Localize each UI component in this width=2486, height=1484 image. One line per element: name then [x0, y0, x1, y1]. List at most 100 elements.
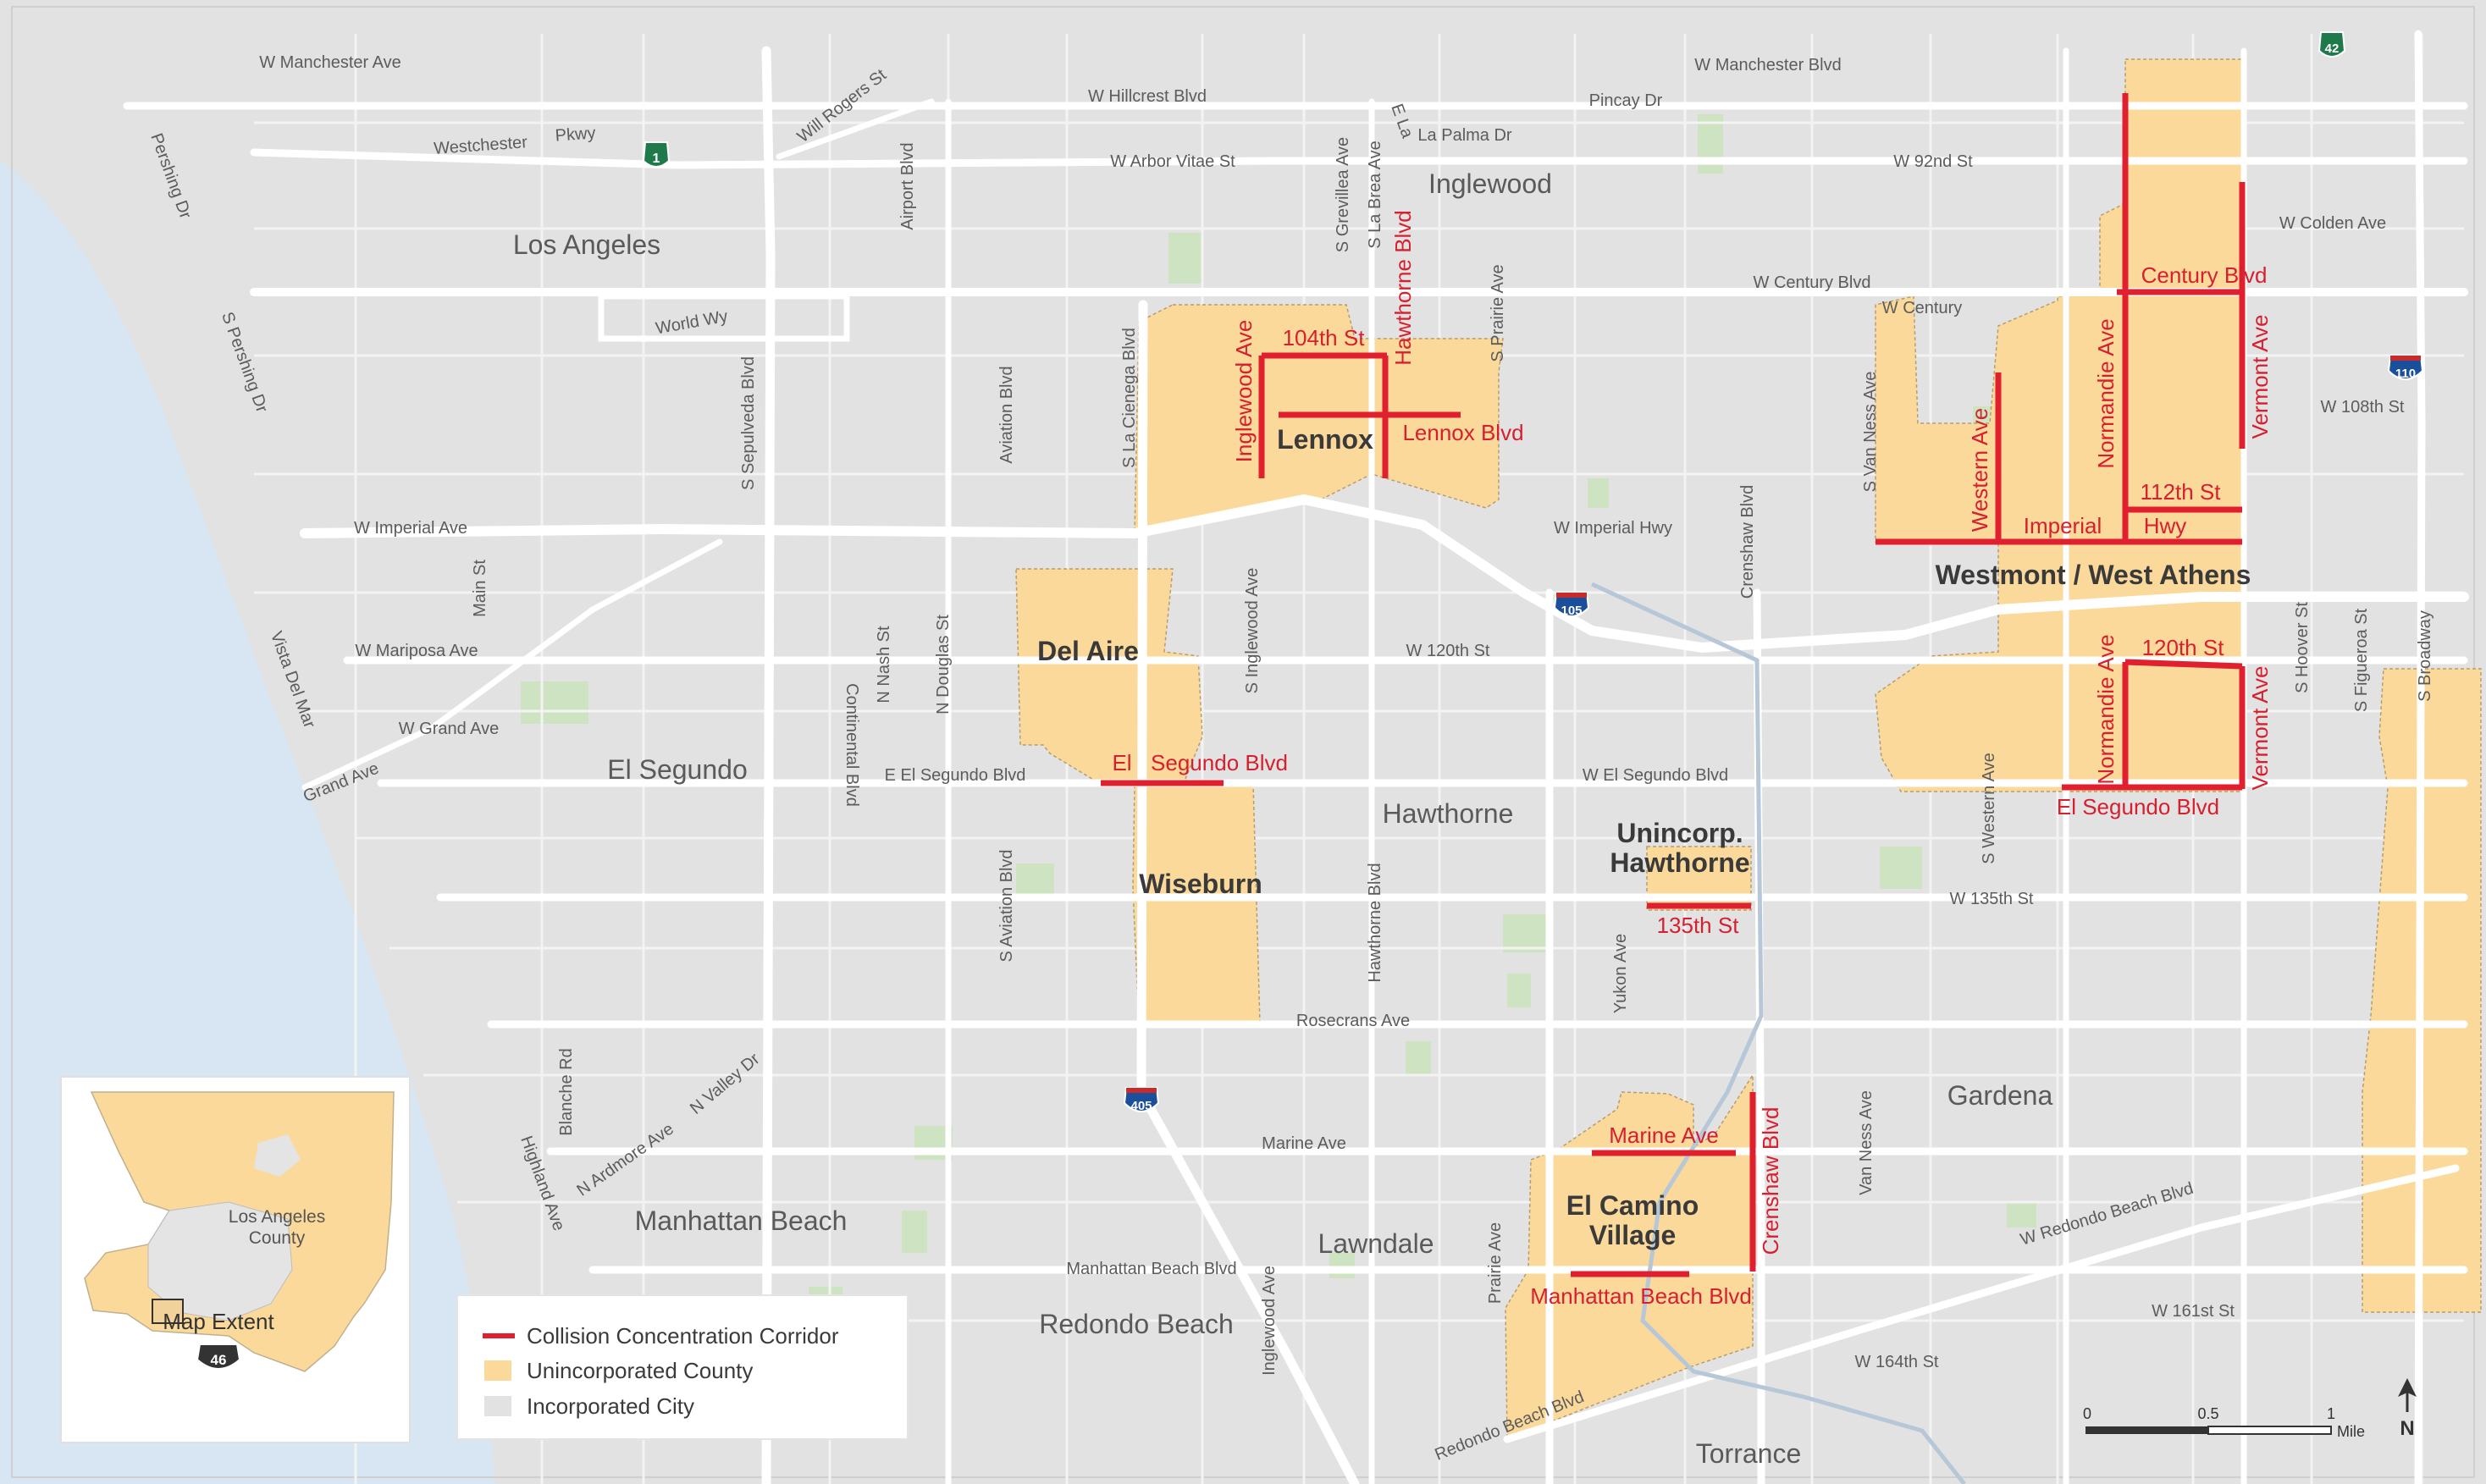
svg-text:W Manchester Ave: W Manchester Ave: [259, 53, 401, 72]
unincorporated-areas: [1015, 58, 2482, 1441]
svg-text:405: 405: [1130, 1099, 1152, 1113]
svg-text:W Colden Ave: W Colden Ave: [2279, 214, 2386, 233]
svg-text:W 161st St: W 161st St: [2152, 1302, 2235, 1321]
svg-text:S La Brea Ave: S La Brea Ave: [1366, 141, 1384, 249]
city-gardena: Gardena: [1947, 1080, 2053, 1111]
svg-text:46: 46: [211, 1352, 227, 1368]
svg-text:N Nash St: N Nash St: [875, 626, 893, 703]
svg-text:W Century Blvd: W Century Blvd: [1754, 273, 1871, 292]
svg-text:Aviation Blvd: Aviation Blvd: [997, 366, 1016, 463]
svg-text:110: 110: [2395, 367, 2416, 381]
svg-text:Inglewood Ave: Inglewood Ave: [1260, 1266, 1279, 1376]
svg-text:Blanche Rd: Blanche Rd: [557, 1048, 576, 1135]
svg-text:Los Angeles: Los Angeles: [229, 1207, 325, 1227]
svg-text:Vermont Ave: Vermont Ave: [2247, 315, 2273, 439]
svg-text:1: 1: [653, 152, 660, 166]
svg-text:W 135th St: W 135th St: [1950, 890, 2034, 908]
collision-corridors: [1101, 93, 2246, 1277]
svg-text:Century Blvd: Century Blvd: [2141, 262, 2268, 288]
svg-text:W Imperial Hwy: W Imperial Hwy: [1554, 519, 1672, 538]
legend-inc-label: Incorporated City: [527, 1393, 694, 1419]
svg-text:Airport Blvd: Airport Blvd: [898, 142, 917, 229]
svg-text:Mile: Mile: [2337, 1423, 2365, 1440]
svg-text:W Manchester Blvd: W Manchester Blvd: [1694, 56, 1841, 74]
svg-text:El Segundo Blvd: El Segundo Blvd: [2057, 794, 2219, 819]
svg-text:W 92nd St: W 92nd St: [1893, 152, 1973, 171]
area-label-el-camino-2: Village: [1589, 1220, 1677, 1250]
svg-text:W 120th St: W 120th St: [1406, 642, 1490, 660]
svg-text:S Western Ave: S Western Ave: [1980, 753, 1998, 864]
svg-text:S Figueroa St: S Figueroa St: [2352, 608, 2371, 712]
svg-text:120th St: 120th St: [2142, 635, 2225, 660]
svg-text:E El Segundo Blvd: E El Segundo Blvd: [885, 766, 1026, 785]
svg-text:S Grevillea Ave: S Grevillea Ave: [1334, 137, 1352, 252]
svg-text:S Inglewood Ave: S Inglewood Ave: [1243, 568, 1262, 694]
city-los-angeles: Los Angeles: [513, 229, 660, 260]
area-wiseburn: [1132, 782, 1261, 1025]
svg-text:W 164th St: W 164th St: [1855, 1353, 1939, 1371]
svg-text:County: County: [249, 1228, 306, 1248]
svg-text:W Hillcrest Blvd: W Hillcrest Blvd: [1088, 87, 1207, 106]
area-label-el-camino-1: El Camino: [1566, 1190, 1699, 1221]
svg-text:S Van Ness Ave: S Van Ness Ave: [1861, 372, 1880, 493]
svg-text:S La Cienega Blvd: S La Cienega Blvd: [1120, 328, 1139, 468]
city-labels: Los Angeles Inglewood El Segundo Hawthor…: [513, 168, 2053, 1469]
svg-text:112th St: 112th St: [2141, 479, 2222, 505]
svg-text:Inglewood Ave: Inglewood Ave: [1231, 320, 1257, 463]
svg-text:42: 42: [2325, 41, 2340, 56]
svg-text:S Aviation Blvd: S Aviation Blvd: [997, 849, 1016, 962]
svg-text:1: 1: [2327, 1405, 2335, 1422]
area-label-wiseburn: Wiseburn: [1139, 869, 1262, 899]
svg-text:Western Ave: Western Ave: [1967, 408, 1992, 532]
svg-text:Pincay Dr: Pincay Dr: [1589, 91, 1663, 110]
svg-text:W 108th St: W 108th St: [2321, 398, 2405, 417]
sr42-shield: 42: [2318, 31, 2346, 58]
legend-uninc-swatch: [484, 1360, 511, 1381]
major-roads: [123, 30, 2469, 1484]
svg-text:Segundo Blvd: Segundo Blvd: [1151, 750, 1288, 775]
svg-text:Hawthorne Blvd: Hawthorne Blvd: [1366, 863, 1384, 982]
area-label-lennox: Lennox: [1277, 424, 1373, 455]
i110-shield: 110: [2387, 355, 2424, 381]
svg-text:Continental Blvd: Continental Blvd: [842, 683, 861, 807]
svg-text:Pkwy: Pkwy: [555, 124, 596, 145]
svg-text:El: El: [1112, 750, 1131, 775]
area-label-unincorp-2: Hawthorne: [1610, 847, 1749, 878]
svg-text:Marine Ave: Marine Ave: [1609, 1123, 1719, 1148]
city-manhattan-beach: Manhattan Beach: [635, 1205, 848, 1236]
svg-text:S Sepulveda Blvd: S Sepulveda Blvd: [739, 356, 758, 490]
svg-text:N Douglas St: N Douglas St: [934, 615, 953, 714]
svg-text:Crenshaw Blvd: Crenshaw Blvd: [1738, 485, 1757, 599]
corridor-labels: 104th St Inglewood Ave Hawthorne Blvd Le…: [1112, 210, 2273, 1309]
area-label-del-aire: Del Aire: [1037, 636, 1139, 666]
svg-text:S Prairie Ave: S Prairie Ave: [1489, 264, 1507, 361]
svg-text:Rosecrans Ave: Rosecrans Ave: [1296, 1012, 1410, 1030]
svg-text:W Imperial Ave: W Imperial Ave: [354, 519, 467, 538]
area-lennox: [1134, 304, 1504, 534]
svg-text:0: 0: [2083, 1405, 2091, 1422]
area-labels: Lennox Westmont / West Athens Del Aire W…: [1037, 424, 2251, 1250]
svg-text:Yukon Ave: Yukon Ave: [1611, 934, 1630, 1013]
svg-text:Manhattan Beach Blvd: Manhattan Beach Blvd: [1530, 1283, 1752, 1309]
sr1-shield: 1: [642, 141, 671, 168]
svg-text:W Mariposa Ave: W Mariposa Ave: [355, 642, 478, 660]
scale-bar: 0 0.5 1 Mile: [2083, 1405, 2365, 1440]
area-label-westmont: Westmont / West Athens: [1936, 560, 2251, 590]
svg-text:Hawthorne Blvd: Hawthorne Blvd: [1390, 210, 1416, 366]
north-arrow-icon: N: [2398, 1378, 2417, 1440]
svg-text:Lennox Blvd: Lennox Blvd: [1402, 420, 1523, 445]
legend-corridor-label: Collision Concentration Corridor: [527, 1323, 839, 1349]
svg-text:Crenshaw Blvd: Crenshaw Blvd: [1758, 1107, 1783, 1255]
svg-text:S Broadway: S Broadway: [2416, 610, 2434, 702]
city-lawndale: Lawndale: [1318, 1228, 1434, 1259]
svg-text:Manhattan Beach Blvd: Manhattan Beach Blvd: [1066, 1260, 1236, 1278]
city-inglewood: Inglewood: [1428, 168, 1552, 199]
inset-map: Los Angeles County Map Extent 46: [60, 1076, 411, 1443]
svg-text:Vermont Ave: Vermont Ave: [2247, 666, 2273, 791]
svg-text:W El Segundo Blvd: W El Segundo Blvd: [1583, 766, 1728, 785]
area-label-unincorp-1: Unincorp.: [1616, 818, 1743, 848]
svg-text:Map Extent: Map Extent: [163, 1309, 274, 1334]
city-redondo-beach: Redondo Beach: [1039, 1309, 1234, 1339]
svg-text:Normandie Ave: Normandie Ave: [2093, 634, 2119, 784]
